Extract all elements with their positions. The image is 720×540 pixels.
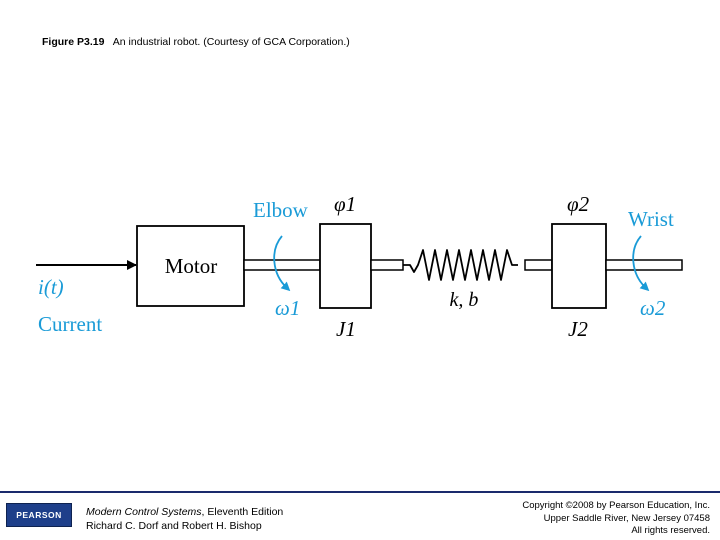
elbow-label: Elbow [253, 198, 309, 222]
input-description: Current [38, 312, 102, 336]
motor-block [136, 225, 245, 307]
figure-label: Figure P3.19 [42, 36, 105, 48]
book-edition: , Eleventh Edition [201, 506, 284, 518]
motor-label: Motor [165, 254, 218, 278]
omega2-label: ω2 [640, 296, 666, 320]
logo-text: PEARSON [16, 510, 62, 520]
figure-caption-text: An industrial robot. (Courtesy of GCA Co… [112, 36, 350, 48]
book-info: Modern Control Systems, Eleventh Edition… [86, 505, 283, 533]
omega1-label: ω1 [275, 296, 300, 320]
shaft-motor-j1 [243, 259, 321, 271]
figure-caption: Figure P3.19 An industrial robot. (Court… [42, 36, 350, 48]
shaft-wrist [605, 259, 683, 271]
wrist-label: Wrist [628, 207, 674, 231]
copyright-line-1: Copyright ©2008 by Pearson Education, In… [522, 500, 710, 511]
book-authors: Richard C. Dorf and Robert H. Bishop [86, 520, 262, 532]
copyright-notice: Copyright ©2008 by Pearson Education, In… [522, 500, 710, 538]
spring-damper [403, 249, 518, 281]
input-label: i(t) [38, 275, 64, 299]
book-title: Modern Control Systems [86, 506, 202, 518]
footer-divider [0, 491, 720, 493]
copyright-line-3: All rights reserved. [631, 525, 710, 536]
phi1-label: φ1 [334, 192, 356, 216]
j1-label: J1 [336, 317, 356, 341]
j2-label: J2 [568, 317, 588, 341]
shaft-spring-j2 [524, 259, 553, 271]
inertia-j2-block [551, 223, 607, 309]
robot-diagram: Motor i(t) Current Elbow Wrist φ1 φ2 ω1 … [36, 192, 683, 341]
spring-label: k, b [450, 289, 479, 311]
phi2-label: φ2 [567, 192, 590, 216]
pearson-logo: PEARSON [6, 503, 72, 527]
wrist-rotation-arrow [632, 235, 650, 292]
inertia-j1-block [319, 223, 372, 309]
shaft-j1-spring [370, 259, 404, 271]
copyright-line-2: Upper Saddle River, New Jersey 07458 [543, 512, 710, 524]
elbow-rotation-arrow [273, 235, 291, 292]
